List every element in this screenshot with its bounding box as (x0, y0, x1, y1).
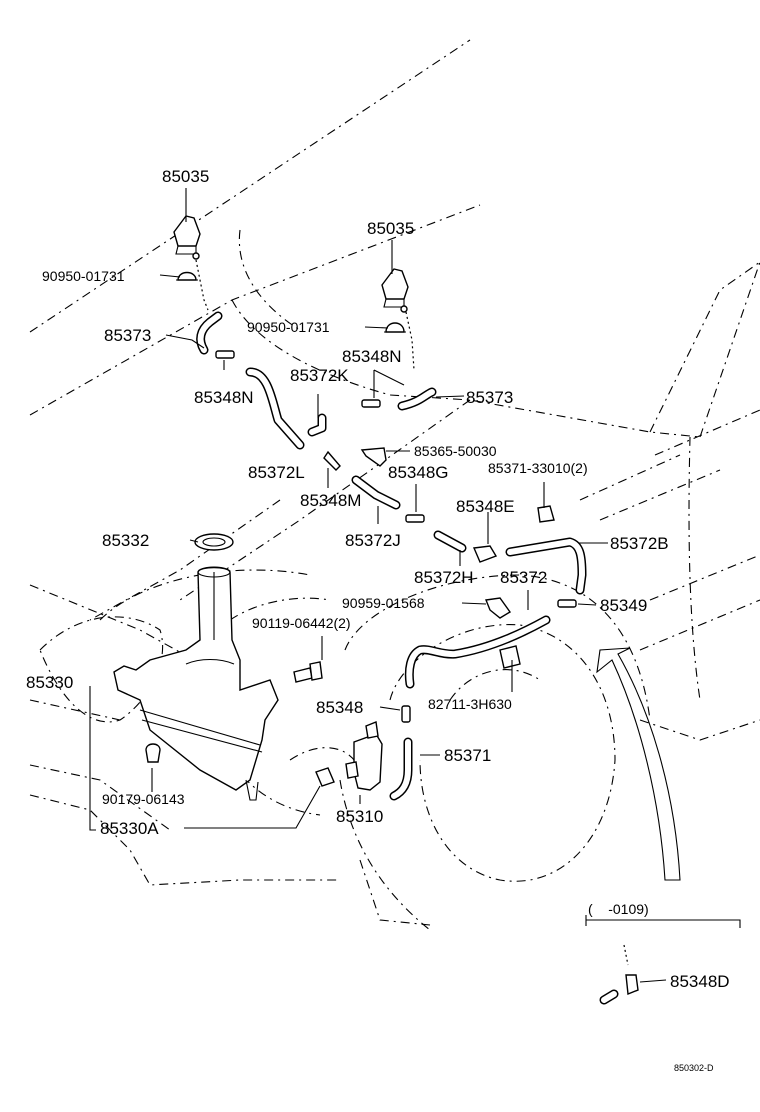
pump-85310 (345, 721, 383, 791)
label-82711-3H630: 82711-3H630 (428, 696, 512, 712)
label-85371-33010: 85371-33010(2) (488, 460, 588, 476)
label-85348E: 85348E (456, 497, 515, 516)
label-drawing-code: 850302-D (674, 1063, 714, 1073)
label-85372L: 85372L (248, 463, 305, 482)
body-outline (29, 39, 760, 931)
label-85035-left: 85035 (162, 167, 209, 186)
grommet-left (176, 271, 198, 281)
label-90959-01568: 90959-01568 (342, 595, 425, 611)
label-85371: 85371 (444, 746, 491, 765)
leader-lines (89, 188, 741, 983)
nozzle-85035-right (381, 268, 415, 371)
brackets (360, 447, 555, 669)
label-85365-50030: 85365-50030 (414, 443, 497, 459)
washer-tank-85330 (113, 566, 279, 801)
label-85348N-left: 85348N (194, 388, 254, 407)
nozzle-85035-left (173, 215, 209, 311)
label-85348N-right: 85348N (342, 347, 402, 366)
label-85332: 85332 (102, 531, 149, 550)
label-85330A: 85330A (100, 819, 159, 838)
grommet-85330A (315, 767, 335, 787)
label-85310: 85310 (336, 807, 383, 826)
label-85330: 85330 (26, 673, 73, 692)
grommet-right (384, 322, 406, 333)
label-85372J: 85372J (345, 531, 401, 550)
label-90950-01731-left: 90950-01731 (42, 268, 125, 284)
label-85372H: 85372H (414, 568, 474, 587)
label-90179-06143: 90179-06143 (102, 791, 185, 807)
label-85372B: 85372B (610, 534, 669, 553)
label-date-range: ( -0109) (588, 901, 649, 917)
label-85348M: 85348M (300, 491, 361, 510)
label-85348D: 85348D (670, 972, 730, 991)
label-85348: 85348 (316, 698, 363, 717)
label-85035-right: 85035 (367, 219, 414, 238)
gasket-85332 (194, 533, 234, 551)
label-90950-01731-right: 90950-01731 (247, 319, 330, 335)
hoses (196, 311, 619, 1005)
bolt-90119 (293, 661, 323, 683)
part-labels: 85035 90950-01731 85373 85348N 85035 909… (26, 167, 730, 1073)
label-85372K: 85372K (290, 366, 349, 385)
joints (215, 350, 639, 995)
direction-arrow (596, 647, 681, 881)
label-90119-06442: 90119-06442(2) (252, 615, 351, 631)
label-85372: 85372 (500, 568, 547, 587)
label-85373-left: 85373 (104, 326, 151, 345)
clip-90179 (145, 743, 161, 763)
label-85349: 85349 (600, 596, 647, 615)
label-85373-right: 85373 (466, 388, 513, 407)
label-85348G: 85348G (388, 463, 449, 482)
